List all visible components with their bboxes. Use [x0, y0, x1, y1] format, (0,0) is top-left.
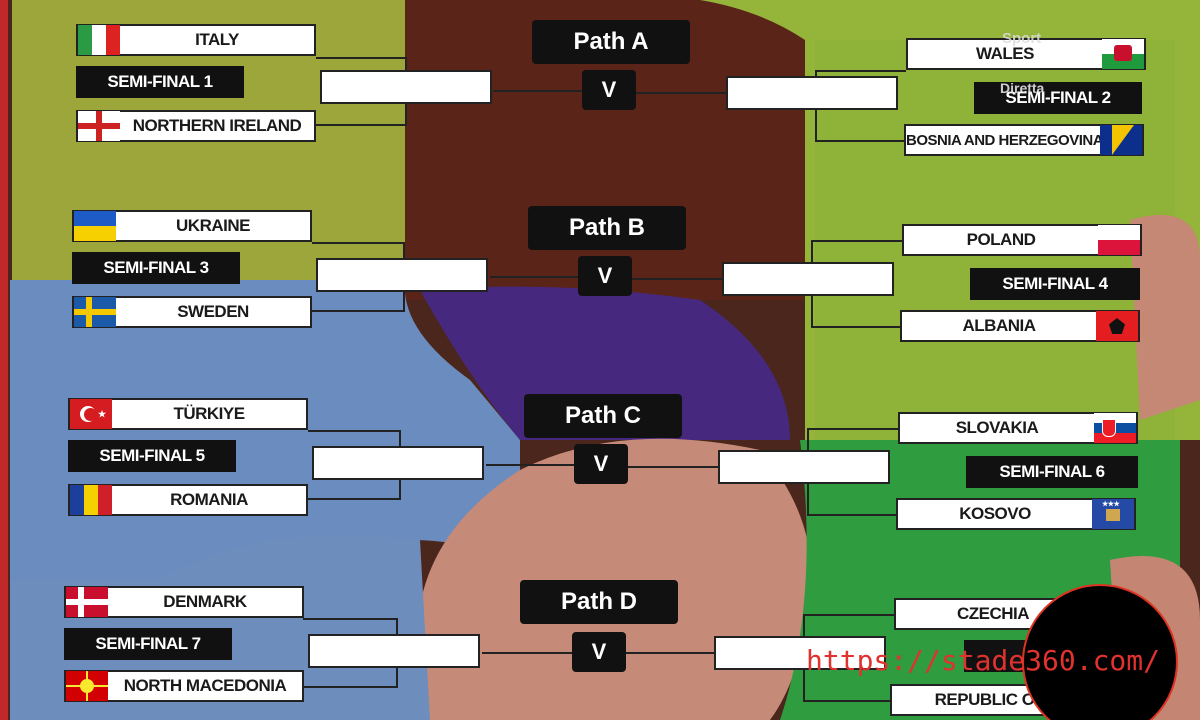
team-ukraine: UKRAINE [72, 210, 312, 242]
winner-slot-semi-3 [316, 258, 488, 292]
winner-slot-semi-8 [714, 636, 886, 670]
semi-final-label: SEMI-FINAL 7 [64, 628, 232, 660]
path-d-label: Path D [520, 580, 678, 624]
team-denmark: DENMARK [64, 586, 304, 618]
north-macedonia-flag-icon [66, 671, 108, 701]
vs-badge: V [574, 444, 628, 484]
team-name: UKRAINE [176, 216, 250, 235]
path-c-label: Path C [524, 394, 682, 438]
winner-slot-semi-2 [726, 76, 898, 110]
ukraine-flag-icon [74, 211, 116, 241]
team-name: CZECHIA [956, 604, 1030, 623]
poland-flag-icon [1098, 225, 1140, 255]
bosnia-flag-icon [1100, 125, 1142, 155]
team-wales: WALES [906, 38, 1146, 70]
team-name: TÜRKIYE [173, 404, 245, 423]
winner-slot-semi-5 [312, 446, 484, 480]
semi-final-label: SEMI-FINAL 6 [966, 456, 1138, 488]
winner-slot-semi-7 [308, 634, 480, 668]
team-name: DENMARK [163, 592, 247, 611]
team-name: SWEDEN [177, 302, 249, 321]
winner-slot-semi-6 [718, 450, 890, 484]
team-italy: ITALY [76, 24, 316, 56]
path-a-label: Path A [532, 20, 690, 64]
team-name: ROMANIA [170, 490, 248, 509]
broadcaster-live-label: Diretta [1000, 80, 1045, 96]
watermark-circle [1022, 584, 1178, 720]
semi-final-label: SEMI-FINAL 4 [970, 268, 1140, 300]
team-name: SLOVAKIA [955, 418, 1039, 437]
team-kosovo: KOSOVO ★★★ [896, 498, 1136, 530]
team-slovakia: SLOVAKIA [898, 412, 1138, 444]
team-romania: ROMANIA [68, 484, 308, 516]
path-b-label: Path B [528, 206, 686, 250]
vs-badge: V [582, 70, 636, 110]
winner-slot-semi-4 [722, 262, 894, 296]
semi-final-label: SEMI-FINAL 1 [76, 66, 244, 98]
italy-flag-icon [78, 25, 120, 55]
kosovo-flag-icon: ★★★ [1092, 499, 1134, 529]
team-name: POLAND [966, 230, 1036, 249]
team-name: NORTH MACEDONIA [123, 676, 287, 695]
team-bosnia-and-herzegovina: BOSNIA AND HERZEGOVINA [904, 124, 1144, 156]
team-name: ALBANIA [962, 316, 1037, 335]
turkiye-flag-icon: ★ [70, 399, 112, 429]
team-name: KOSOVO [959, 504, 1031, 523]
winner-slot-semi-1 [320, 70, 492, 104]
team-name: NORTHERN IRELAND [132, 116, 302, 135]
vs-badge: V [578, 256, 632, 296]
team-turkiye: ★ TÜRKIYE [68, 398, 308, 430]
team-sweden: SWEDEN [72, 296, 312, 328]
denmark-flag-icon [66, 587, 108, 617]
team-north-macedonia: NORTH MACEDONIA [64, 670, 304, 702]
northern-ireland-flag-icon [78, 111, 120, 141]
team-name: ITALY [195, 30, 239, 49]
watermark-url[interactable]: https://stade360.com/ [806, 644, 1161, 677]
broadcaster-logo: Sport [1002, 30, 1042, 47]
semi-final-label: SEMI-FINAL 5 [68, 440, 236, 472]
vs-badge: V [572, 632, 626, 672]
slovakia-flag-icon [1094, 413, 1136, 443]
semi-final-label: SEMI-FINAL 3 [72, 252, 240, 284]
team-albania: ALBANIA [900, 310, 1140, 342]
wales-flag-icon [1102, 39, 1144, 69]
team-name: WALES [976, 44, 1034, 63]
albania-flag-icon [1096, 311, 1138, 341]
semi-final-label: SEMI-FINAL 2 [974, 82, 1142, 114]
team-name: BOSNIA AND HERZEGOVINA [906, 131, 1100, 149]
romania-flag-icon [70, 485, 112, 515]
sweden-flag-icon [74, 297, 116, 327]
team-poland: POLAND [902, 224, 1142, 256]
team-northern-ireland: NORTHERN IRELAND [76, 110, 316, 142]
